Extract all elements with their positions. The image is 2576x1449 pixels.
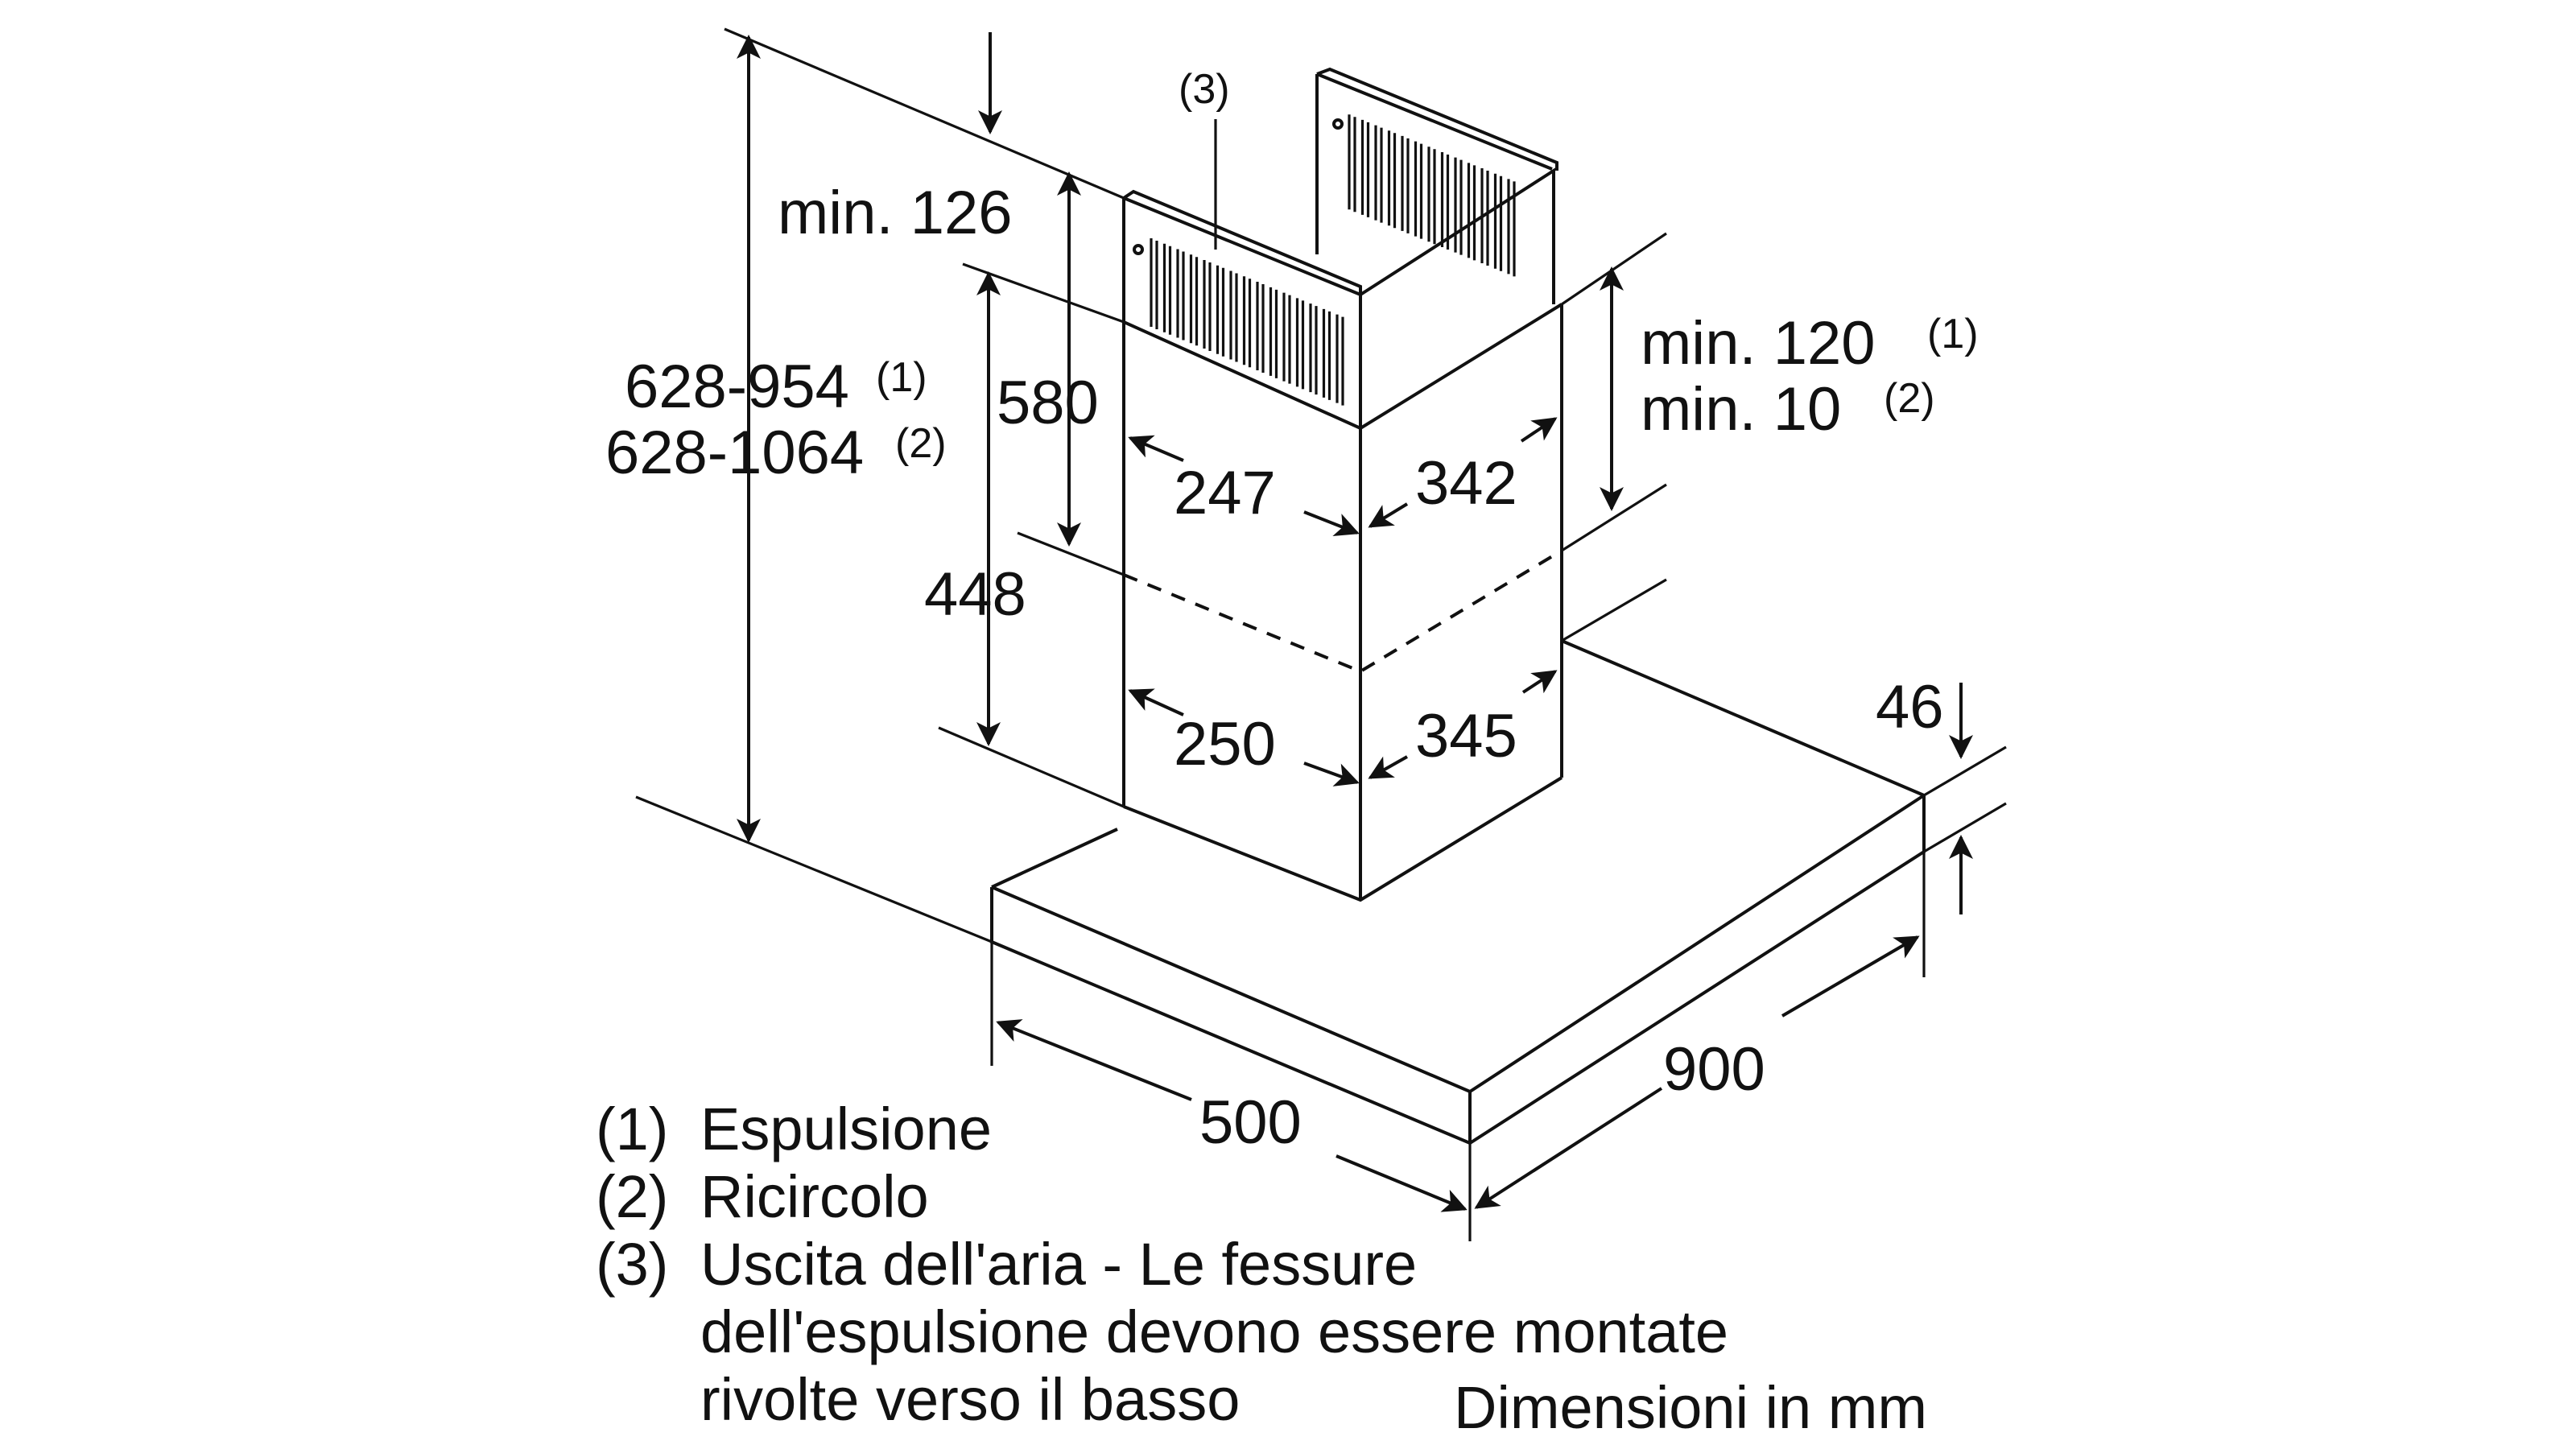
legend-item3-line2: dell'espulsione devono essere montate — [700, 1298, 1728, 1365]
label-canopy-width: 900 — [1663, 1035, 1765, 1104]
label-top-width-left: 247 — [1174, 459, 1276, 527]
label-total-height-1: 628-954 — [625, 353, 849, 421]
dimension-labels: 628-954 (1) 628-1064 (2) min. 126 580 44… — [605, 66, 1979, 1157]
label-chimney-upper: 580 — [997, 369, 1099, 437]
label-bottom-width-right: 345 — [1415, 702, 1517, 770]
label-bottom-width-left: 250 — [1174, 710, 1276, 778]
label-canopy-thickness: 46 — [1876, 673, 1944, 741]
label-min-exhaust-note: (1) — [1927, 311, 1979, 357]
units-note: Dimensioni in mm — [1454, 1374, 1927, 1441]
label-min-recirc: min. 10 — [1641, 375, 1841, 444]
hood-drawing — [990, 67, 1926, 1146]
label-top-width-right: 342 — [1415, 449, 1517, 518]
legend-item2-text: Ricircolo — [700, 1163, 929, 1230]
label-min-recirc-note: (2) — [1884, 375, 1935, 422]
legend-item3-line3: rivolte verso il basso — [700, 1366, 1240, 1433]
upper-chimney — [1122, 67, 1558, 428]
legend-item3-number: (3) — [596, 1231, 668, 1298]
air-outlet-slots — [1150, 114, 1516, 406]
legend: (1) Espulsione (2) Ricircolo (3) Uscita … — [596, 1096, 1927, 1441]
legend-item2-number: (2) — [596, 1163, 668, 1230]
label-min-exhaust: min. 120 — [1641, 309, 1876, 378]
label-outlet-marker: (3) — [1179, 66, 1230, 113]
lower-chimney — [1122, 303, 1563, 902]
legend-item1-number: (1) — [596, 1096, 668, 1162]
label-min-top: min. 126 — [778, 179, 1013, 247]
dimension-lines — [635, 27, 2007, 1241]
label-canopy-depth: 500 — [1199, 1088, 1302, 1157]
legend-item3-line1: Uscita dell'aria - Le fessure — [700, 1231, 1417, 1298]
label-chimney-lower: 448 — [924, 560, 1026, 629]
label-total-height-2-note: (2) — [895, 420, 947, 467]
legend-item1-text: Espulsione — [700, 1096, 992, 1162]
label-total-height-1-note: (1) — [876, 354, 927, 401]
label-total-height-2: 628-1064 — [605, 419, 864, 487]
